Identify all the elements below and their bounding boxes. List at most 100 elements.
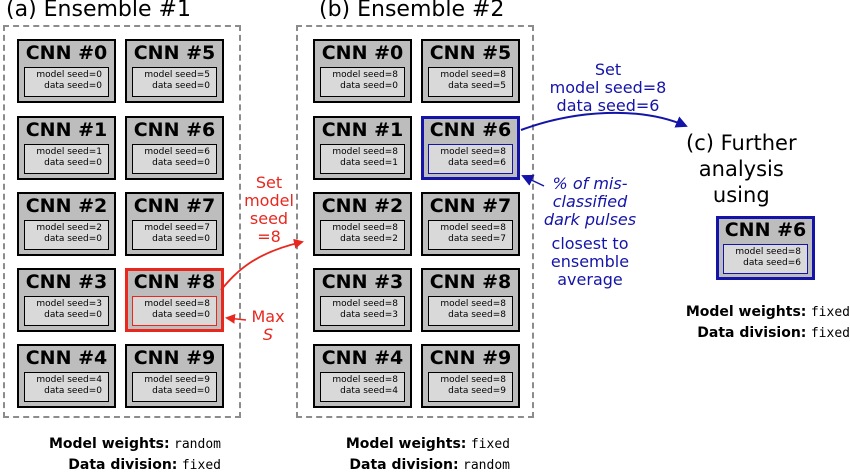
model-seed-label: model seed=0 bbox=[36, 70, 102, 80]
cnn-name: CNN #9 bbox=[429, 347, 512, 369]
panel-a-footer: Model weights: random Data division: fix… bbox=[18, 434, 221, 476]
cnn-name: CNN #1 bbox=[321, 119, 404, 141]
model-seed-label: model seed=8 bbox=[440, 375, 506, 385]
cnn-name: CNN #3 bbox=[25, 271, 108, 293]
data-seed-label: data seed=0 bbox=[152, 386, 210, 396]
panel-c-title-line: (c) Further bbox=[686, 131, 797, 155]
annotation-line: average bbox=[557, 270, 623, 289]
cnn-box-selected: CNN #6 model seed=8 data seed=6 bbox=[716, 216, 815, 280]
cnn-name: CNN #6 bbox=[724, 219, 807, 241]
model-seed-label: model seed=8 bbox=[440, 70, 506, 80]
division-label: Data division: bbox=[68, 457, 178, 473]
division-value: fixed bbox=[181, 458, 221, 473]
annotation-line: =8 bbox=[257, 227, 281, 246]
cnn-name: CNN #9 bbox=[133, 347, 216, 369]
weights-value: fixed bbox=[470, 437, 510, 452]
cnn-name: CNN #2 bbox=[25, 195, 108, 217]
data-seed-label: data seed=1 bbox=[340, 158, 398, 168]
annotation-line: seed bbox=[249, 209, 289, 228]
division-value: fixed bbox=[810, 326, 850, 341]
division-value: random bbox=[463, 458, 510, 473]
model-seed-label: model seed=9 bbox=[144, 375, 210, 385]
model-seed-label: model seed=5 bbox=[144, 70, 210, 80]
annotation-line: classified bbox=[552, 192, 628, 211]
model-seed-label: model seed=8 bbox=[440, 299, 506, 309]
data-seed-label: data seed=7 bbox=[448, 234, 506, 244]
data-seed-label: data seed=5 bbox=[448, 81, 506, 91]
data-seed-label: data seed=0 bbox=[152, 81, 210, 91]
cnn-name: CNN #6 bbox=[429, 119, 512, 141]
annotation-line: Set bbox=[594, 60, 622, 79]
panel-c-footer: Model weights: fixed Data division: fixe… bbox=[640, 302, 850, 344]
model-seed-label: model seed=3 bbox=[36, 299, 102, 309]
annotation-line: ensemble bbox=[550, 252, 630, 271]
misclassified-annotation-italic: % of mis- classified dark pulses bbox=[534, 175, 646, 229]
cnn-name: CNN #8 bbox=[133, 271, 216, 293]
model-seed-label: model seed=1 bbox=[36, 147, 102, 157]
panel-a-title: (a) Ensemble #1 bbox=[6, 0, 191, 22]
data-seed-label: data seed=6 bbox=[743, 258, 801, 268]
data-seed-label: data seed=0 bbox=[44, 158, 102, 168]
model-seed-label: model seed=4 bbox=[36, 375, 102, 385]
misclassified-annotation: closest to ensemble average bbox=[534, 235, 646, 289]
cnn-name: CNN #0 bbox=[25, 42, 108, 64]
ensemble-1-box bbox=[3, 25, 241, 418]
data-seed-label: data seed=0 bbox=[340, 81, 398, 91]
data-seed-label: data seed=0 bbox=[44, 310, 102, 320]
panel-c-title-line: using bbox=[712, 183, 770, 207]
annotation-line: model bbox=[244, 191, 294, 210]
cnn-name: CNN #1 bbox=[25, 119, 108, 141]
data-seed-label: data seed=6 bbox=[448, 158, 506, 168]
model-seed-label: model seed=6 bbox=[144, 147, 210, 157]
blue-arrow bbox=[520, 111, 688, 131]
annotation-line: model seed=8 bbox=[549, 78, 667, 97]
cnn-name: CNN #5 bbox=[429, 42, 512, 64]
model-seed-label: model seed=8 bbox=[332, 70, 398, 80]
cnn-name: CNN #4 bbox=[321, 347, 404, 369]
weights-label: Model weights: bbox=[685, 304, 807, 320]
seed-box: model seed=8 data seed=6 bbox=[723, 244, 808, 274]
data-seed-label: data seed=0 bbox=[44, 81, 102, 91]
panel-b-title: (b) Ensemble #2 bbox=[319, 0, 505, 22]
annotation-line: Max bbox=[251, 307, 285, 326]
data-seed-label: data seed=8 bbox=[448, 310, 506, 320]
data-seed-label: data seed=9 bbox=[448, 386, 506, 396]
panel-c-title: (c) Further analysis using bbox=[686, 130, 797, 208]
data-seed-label: data seed=2 bbox=[340, 234, 398, 244]
annotation-line: % of mis- bbox=[552, 174, 628, 193]
max-s-annotation: Max S bbox=[246, 308, 290, 344]
data-seed-label: data seed=0 bbox=[152, 234, 210, 244]
model-seed-label: model seed=8 bbox=[440, 223, 506, 233]
set-seeds-annotation: Set model seed=8 data seed=6 bbox=[548, 61, 668, 115]
data-seed-label: data seed=0 bbox=[44, 386, 102, 396]
data-seed-label: data seed=0 bbox=[152, 310, 210, 320]
